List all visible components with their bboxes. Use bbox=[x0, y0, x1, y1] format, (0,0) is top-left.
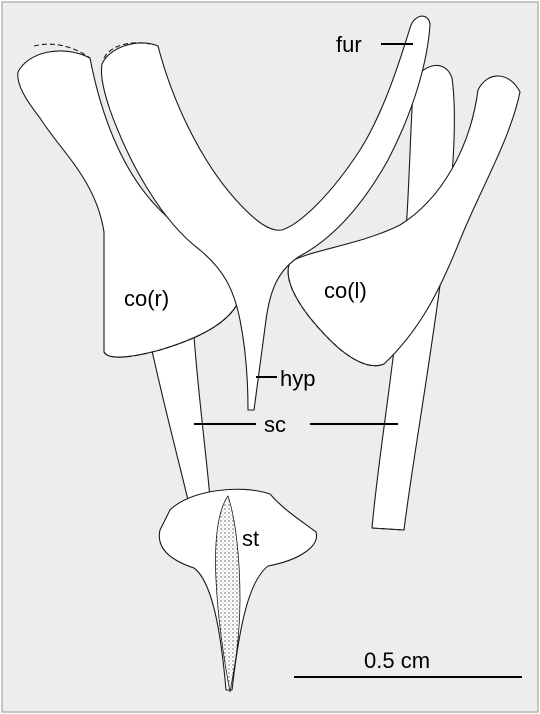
scale-bar-label: 0.5 cm bbox=[364, 648, 430, 673]
coracoid-left-label: co(l) bbox=[324, 278, 367, 303]
furcula-label: fur bbox=[336, 32, 362, 57]
sternum-label: st bbox=[242, 526, 259, 551]
coracoid-right-label: co(r) bbox=[124, 286, 169, 311]
scapula-label: sc bbox=[264, 412, 286, 437]
hypocleideum-label: hyp bbox=[280, 366, 315, 391]
